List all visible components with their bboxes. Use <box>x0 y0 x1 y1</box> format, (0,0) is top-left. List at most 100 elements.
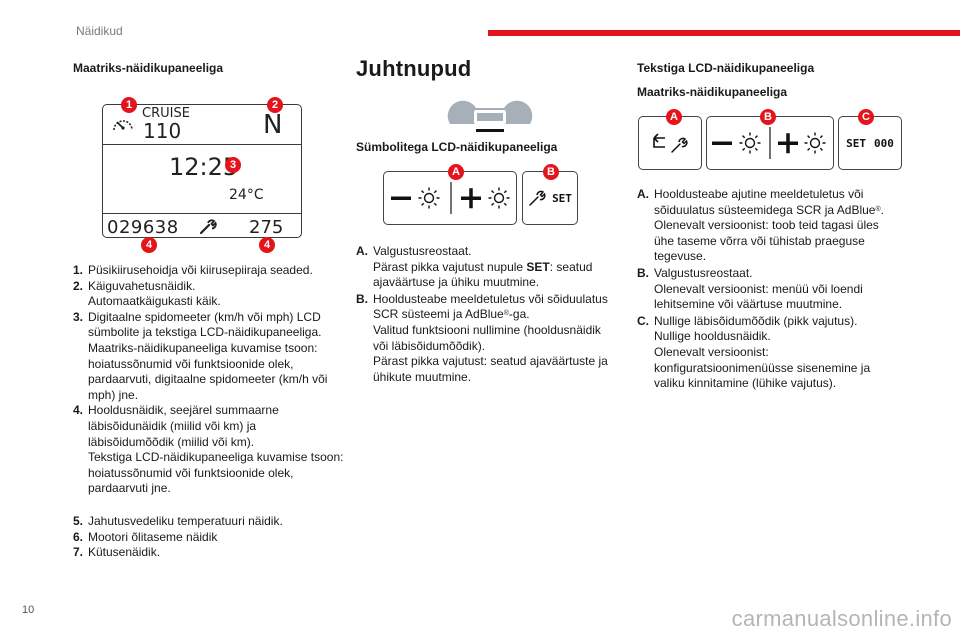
text-run: Nullige läbisõidumõõdik (pikk vajutus). <box>654 313 858 328</box>
item-number: 1. <box>73 263 84 277</box>
item-text: Käiguvahetusnäidik.Automaatkäigukasti kä… <box>88 279 345 310</box>
text-run: Pärast pikka vajutust nupule <box>373 259 527 274</box>
item-text: Hooldusteabe ajutine meeldetuletus või s… <box>654 187 901 265</box>
text-run: Hooldusteabe ajutine meeldetuletus või s… <box>654 187 876 217</box>
cruise-label: CRUISE <box>142 106 190 121</box>
outside-temperature: 24°C <box>229 187 264 203</box>
list-item: A. Valgustusreostaat.Pärast pikka vajutus… <box>356 244 618 291</box>
callout-badge-4: 4 <box>141 237 157 253</box>
subsection-title: Sümbolitega LCD-näidikupaneeliga <box>356 140 558 154</box>
callout-badge-2: 2 <box>267 97 283 113</box>
text-run: Olenevalt versioonist: <box>654 344 769 359</box>
text-run: Nullige hooldusnäidik. <box>654 329 771 344</box>
text-run: Valgustusreostaat. <box>654 265 753 280</box>
dimmer-buttons-illustration <box>706 116 834 170</box>
instrument-display-illustration: CRUISE 110 N 12:25 24°C 029638 275 <box>102 104 302 238</box>
control-legend-list: A.Hooldusteabe ajutine meeldetuletus või… <box>637 187 901 392</box>
item-line: Tekstiga LCD-näidikupaneeliga kuvamise t… <box>88 450 344 496</box>
item-text: Hooldusnäidik, seejärel summaarne läbisõ… <box>88 403 345 497</box>
callout-badge-4: 4 <box>259 237 275 253</box>
item-letter: B. <box>637 265 649 280</box>
item-number: 3. <box>73 309 84 324</box>
item-line: Hooldusnäidik, seejärel summaarne läbisõ… <box>88 403 279 449</box>
speedometer-icon <box>113 120 133 131</box>
text-run: Olenevalt versioonist: menüü või loendi … <box>654 281 863 312</box>
display-divider <box>103 144 301 145</box>
item-letter: B. <box>356 291 368 306</box>
list-item: B. Hooldusteabe meeldetuletus või sõiduul… <box>356 292 618 386</box>
dimmer-minus-plus-icon <box>712 127 826 159</box>
list-item: 1. Püsikiirusehoidja või kiirusepiiraja s… <box>73 263 345 279</box>
odometer: 029638 <box>107 217 179 238</box>
callout-badge-b: B <box>543 164 559 180</box>
back-button-illustration <box>638 116 702 170</box>
list-item: 3. Digitaalne spidomeeter (km/h või mph) … <box>73 310 345 404</box>
legend-list: 1. Püsikiirusehoidja või kiirusepiiraja s… <box>73 263 345 497</box>
list-item: C.Nullige läbisõidumõõdik (pikk vajutus)… <box>637 314 901 392</box>
list-item: 6. Mootori õlitaseme näidik <box>73 530 345 546</box>
gear-indicator: N <box>263 110 283 140</box>
right-title: Tekstiga LCD-näidikupaneeliga <box>637 61 815 75</box>
set-value: 000 <box>874 136 894 150</box>
list-item: 7.Kütusenäidik. <box>73 545 345 561</box>
page-number: 10 <box>22 604 35 616</box>
text-run: konfiguratsioonimenüüsse sisenemine ja v… <box>654 360 871 391</box>
item-text: Digitaalne spidomeeter (km/h või mph) LC… <box>88 310 345 404</box>
item-text: Valgustusreostaat.Olenevalt versioonist:… <box>654 266 901 313</box>
item-text: Jahutusvedeliku temperatuuri näidik. <box>88 514 283 528</box>
set-label: SET <box>552 191 572 205</box>
header-accent-bar <box>488 30 960 36</box>
list-item: 2. Käiguvahetusnäidik.Automaatkäigukasti … <box>73 279 345 310</box>
instrument-cluster-icon <box>447 100 533 132</box>
callout-badge-c: C <box>858 109 874 125</box>
text-run: . <box>880 202 884 217</box>
callout-badge-1: 1 <box>121 97 137 113</box>
watermark-site: carmanualsonline.info <box>731 606 952 631</box>
item-line: Maatriks-näidikupaneeliga kuvamise tsoon… <box>88 340 328 402</box>
text-run: SET <box>526 259 550 274</box>
list-item: A.Hooldusteabe ajutine meeldetuletus või… <box>637 187 901 265</box>
running-header: Näidikud <box>76 24 123 38</box>
item-text: Nullige läbisõidumõõdik (pikk vajutus).N… <box>654 314 901 392</box>
registered-mark: ® <box>503 310 509 318</box>
callout-badge-3: 3 <box>225 157 241 173</box>
item-line: Püsikiirusehoidja või kiirusepiiraja sea… <box>88 263 313 277</box>
item-number: 2. <box>73 278 84 293</box>
dimmer-minus-plus-icon <box>391 182 510 214</box>
section-title: Juhtnupud <box>356 56 472 81</box>
list-item: 4. Hooldusnäidik, seejärel summaarne läbi… <box>73 403 345 497</box>
cruise-speed: 110 <box>143 119 182 143</box>
item-line: Digitaalne spidomeeter (km/h või mph) LC… <box>88 309 322 340</box>
item-number: 6. <box>73 529 84 544</box>
text-run: Valgustusreostaat. <box>373 244 472 258</box>
control-panel-illustration <box>383 171 517 225</box>
item-text: Kütusenäidik. <box>88 545 161 560</box>
text-run: : seatud ajaväärtuse ja ühiku muutmine. <box>373 259 593 290</box>
registered-mark: ® <box>875 205 881 213</box>
set-000-button-illustration: SET 000 <box>838 116 902 170</box>
item-number: 4. <box>73 403 84 418</box>
display-divider <box>103 213 301 214</box>
back-wrench-icon <box>653 133 688 153</box>
text-run: Valitud funktsiooni nullimine (hooldusnä… <box>373 322 601 353</box>
set-button-illustration: SET <box>522 171 578 225</box>
control-legend-list: A.Valgustusreostaat.Pärast pikka vajutus… <box>356 244 618 385</box>
list-item: 5. Jahutusvedeliku temperatuuri näidik. <box>73 514 345 530</box>
text-run: Hooldusteabe meeldetuletus või sõiduulat… <box>373 291 608 322</box>
callout-badge-b: B <box>760 109 776 125</box>
callout-badge-a: A <box>448 164 464 180</box>
item-text: Mootori õlitaseme näidik <box>88 529 218 544</box>
item-line: Automaatkäigukasti käik. <box>88 294 221 309</box>
text-run: -ga. <box>508 307 530 322</box>
item-text: Valgustusreostaat.Pärast pikka vajutust … <box>373 244 618 291</box>
left-title: Maatriks-näidikupaneeliga <box>73 61 224 75</box>
set-label: SET <box>846 136 866 150</box>
item-text: Hooldusteabe meeldetuletus või sõiduulat… <box>373 292 618 386</box>
right-subtitle: Maatriks-näidikupaneeliga <box>637 85 788 99</box>
item-line: Käiguvahetusnäidik. <box>88 278 196 293</box>
item-number: 5. <box>73 514 84 528</box>
legend-list-secondary: 5. Jahutusvedeliku temperatuuri näidik. 6.… <box>73 514 345 561</box>
callout-badge-a: A <box>666 109 682 125</box>
item-letter: A. <box>356 244 368 258</box>
text-run: Pärast pikka vajutust: seatud ajaväärtus… <box>373 354 608 384</box>
